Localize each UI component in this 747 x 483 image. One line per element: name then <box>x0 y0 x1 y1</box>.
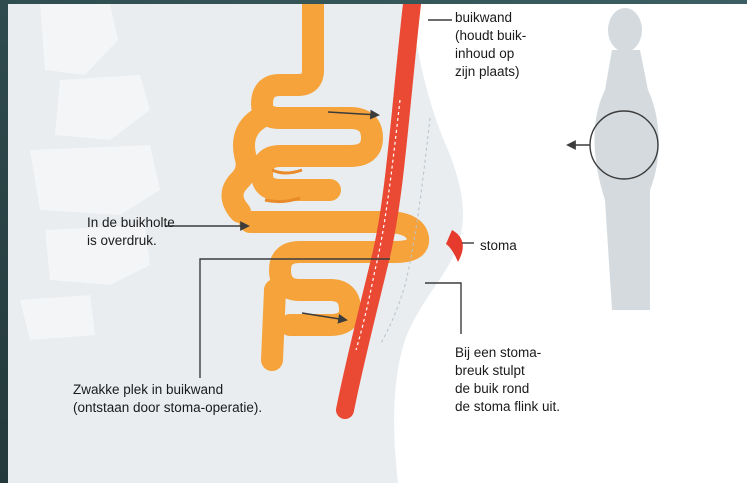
window-frame-left <box>0 0 8 483</box>
label-overdruk: In de buikholte is overdruk. <box>87 214 175 250</box>
label-zwakke-plek: Zwakke plek in buikwand (ontstaan door s… <box>73 381 262 417</box>
label-stomabreuk: Bij een stoma- breuk stulpt de buik rond… <box>455 344 560 416</box>
label-buikwand: buikwand (houdt buik- inhoud op zijn pla… <box>455 9 526 81</box>
label-stoma: stoma <box>480 237 517 255</box>
